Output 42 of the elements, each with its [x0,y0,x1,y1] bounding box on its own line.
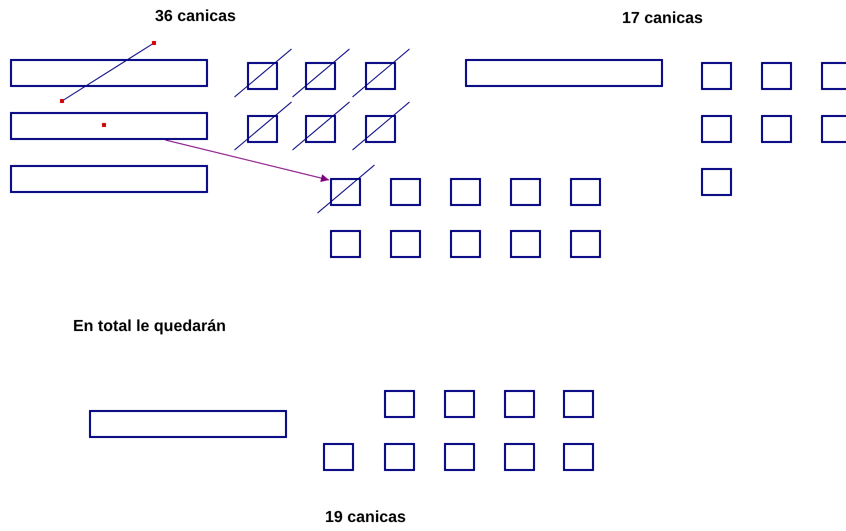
unit-square [761,115,792,143]
unit-square [761,62,792,90]
unit-square [305,62,336,90]
unit-square [821,62,846,90]
unit-square [510,178,541,206]
count-label: 19 canicas [325,509,406,527]
unit-square [821,115,846,143]
count-label: 17 canicas [622,10,703,28]
unit-square [570,230,601,258]
ten-rod [465,59,663,87]
unit-square [247,115,278,143]
unit-square [365,62,396,90]
unit-square [563,390,594,418]
unit-square [390,178,421,206]
unit-square [384,443,415,471]
unit-square [504,390,535,418]
unit-square [330,178,361,206]
unit-square [701,168,732,196]
unit-square [570,178,601,206]
arrow [164,140,330,182]
unit-square [444,390,475,418]
unit-square [450,230,481,258]
unit-square [323,443,354,471]
ten-rod [89,410,287,438]
unit-square [510,230,541,258]
caption-text: En total le quedarán [73,318,226,336]
unit-square [701,62,732,90]
ten-rod [10,59,208,87]
unit-square [330,230,361,258]
unit-square [390,230,421,258]
unit-square [450,178,481,206]
count-label: 36 canicas [155,8,236,26]
ten-rod [10,165,208,193]
unit-square [563,443,594,471]
unit-square [444,443,475,471]
unit-square [504,443,535,471]
unit-square [365,115,396,143]
unit-square [701,115,732,143]
unit-square [305,115,336,143]
unit-square [384,390,415,418]
unit-square [247,62,278,90]
ten-rod [10,112,208,140]
